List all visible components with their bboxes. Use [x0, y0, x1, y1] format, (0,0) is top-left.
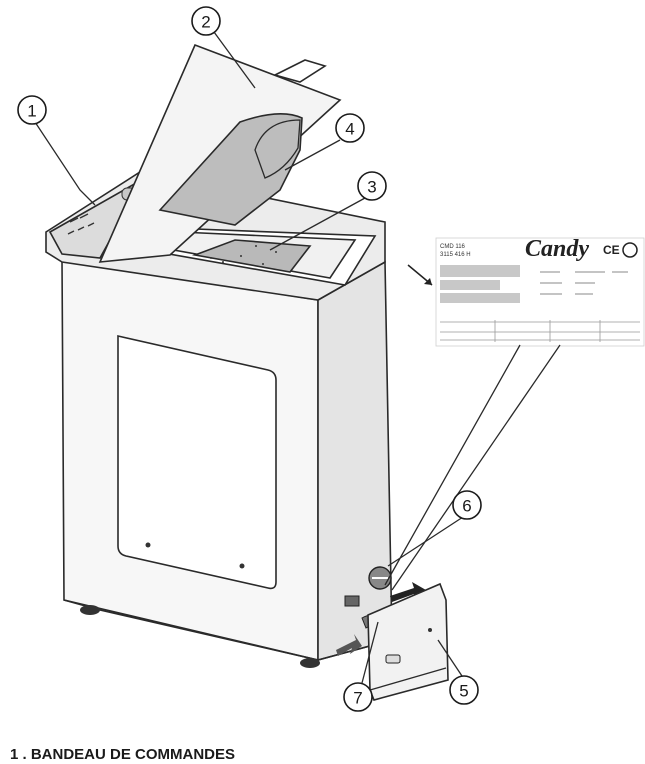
- plate-gray-box-2: [440, 280, 500, 290]
- foot-front-right: [300, 658, 320, 668]
- panel-screw-right: [239, 563, 245, 569]
- plate-link-1: [384, 344, 521, 586]
- plate-table: [440, 320, 640, 342]
- leader-3: [269, 197, 366, 251]
- callout-4: 4: [335, 113, 365, 143]
- leader-2: [213, 31, 256, 89]
- removal-arrow-left: [336, 634, 362, 656]
- plate-gray-box-1: [440, 265, 520, 277]
- plate-gray-box-3: [440, 293, 520, 303]
- plate-brand-logo: Candy: [525, 236, 589, 262]
- emergency-drain-tube: [344, 595, 360, 607]
- cover-screw: [428, 628, 432, 632]
- flap-dots: [210, 245, 277, 265]
- plate-ce-mark: CE: [603, 243, 620, 257]
- callout-1-number: 1: [27, 102, 36, 121]
- panel-screw-left: [145, 542, 151, 548]
- plate-small-text: CMD 116: [440, 244, 466, 250]
- callout-3-number: 3: [367, 178, 376, 197]
- foot-front-left: [80, 605, 100, 615]
- plate-small-text-2: 3115 416 H: [440, 252, 471, 258]
- detergent-dispenser: [158, 113, 303, 226]
- leader-1: [34, 121, 96, 206]
- filter-area: [336, 566, 449, 701]
- plate-certification-icon: [622, 242, 638, 258]
- leader-5: [437, 639, 463, 677]
- callout-6-number: 6: [462, 497, 471, 516]
- callout-7: 7: [343, 682, 373, 712]
- leader-7: [361, 621, 379, 684]
- callout-5-number: 5: [459, 682, 468, 701]
- lid-handle: [272, 59, 327, 83]
- rating-plate: CMD 116 3115 416 H Candy CE: [407, 236, 645, 347]
- callout-2-number: 2: [201, 13, 210, 32]
- dispenser-compartment: [254, 119, 301, 179]
- plate-outline: [435, 237, 645, 347]
- plate-fine-print: [540, 271, 628, 295]
- leader-lines: [34, 31, 561, 684]
- callout-3: 3: [357, 171, 387, 201]
- drum-flaps: [191, 239, 312, 273]
- callout-4-number: 4: [345, 120, 354, 139]
- callout-6: 6: [452, 490, 482, 520]
- plate-pointer-head: [424, 278, 432, 285]
- front-panel: [117, 334, 277, 590]
- leader-4: [284, 139, 341, 171]
- callout-7-number: 7: [353, 689, 362, 708]
- callout-5: 5: [449, 675, 479, 705]
- access-cover-tab: [385, 654, 401, 664]
- plate-link-2: [391, 344, 561, 591]
- machine-cabinet: [61, 259, 393, 668]
- open-lid: [98, 43, 342, 263]
- callout-1: 1: [17, 95, 47, 125]
- callout-2: 2: [191, 6, 221, 36]
- control-buttons: [67, 213, 95, 235]
- access-cover-edge: [369, 667, 447, 691]
- legend-caption: 1 . BANDEAU DE COMMANDES: [10, 746, 236, 763]
